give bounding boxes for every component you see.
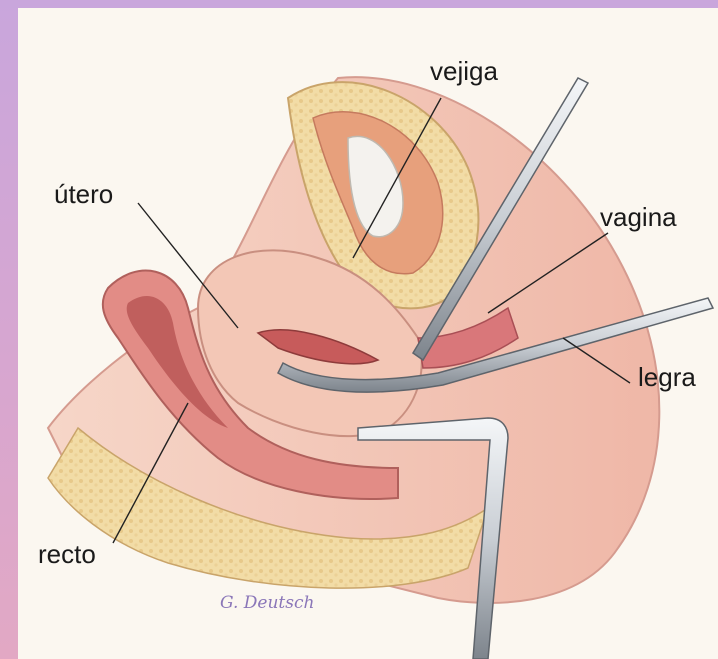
anatomy-diagram: vejiga útero vagina legra recto G. Deuts…	[18, 8, 718, 659]
label-rectum: recto	[38, 539, 96, 569]
label-bladder: vejiga	[430, 56, 498, 86]
label-uterus: útero	[54, 179, 113, 209]
label-vagina: vagina	[600, 202, 677, 232]
signature: G. Deutsch	[220, 593, 314, 613]
label-curette: legra	[638, 362, 696, 392]
illustration-frame: vejiga útero vagina legra recto G. Deuts…	[18, 8, 718, 659]
